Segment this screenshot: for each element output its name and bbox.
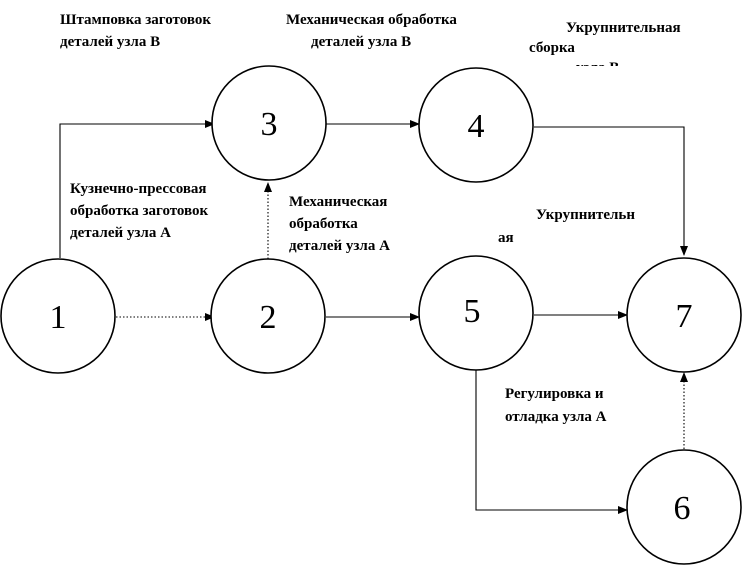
- label-forging-a-line1: Кузнечно-прессовая: [70, 181, 207, 197]
- node-5-label: 5: [464, 293, 481, 330]
- node-1: 1: [0, 258, 116, 374]
- node-6-label: 6: [674, 490, 691, 527]
- label-machining-a: Механическая обработка деталей узла А: [289, 194, 390, 254]
- label-assembly-b-line2: сборка: [529, 40, 575, 56]
- node-2-label: 2: [260, 299, 277, 336]
- node-3-label: 3: [261, 106, 278, 143]
- node-6: 6: [626, 449, 742, 565]
- node-2: 2: [210, 258, 326, 374]
- edge-5-6: [475, 370, 628, 514]
- label-assembly-a-line2: ая: [498, 230, 514, 246]
- edge-4-7: [534, 126, 688, 256]
- label-tuning-a-line2: отладка узла А: [505, 409, 607, 425]
- node-7-label: 7: [676, 298, 693, 335]
- node-3: 3: [211, 65, 327, 181]
- node-1-label: 1: [50, 299, 67, 336]
- label-assembly-b: Укрупнительная сборка узла В: [529, 20, 681, 76]
- label-assembly-b-line3: узла В: [576, 60, 619, 76]
- label-machining-a-line2: обработка: [289, 216, 358, 232]
- label-tuning-a-line1: Регулировка и: [505, 386, 604, 402]
- label-stamping-b-line1: Штамповка заготовок: [60, 12, 211, 28]
- label-forging-a-line2: обработка заготовок: [70, 203, 209, 219]
- label-assembly-b-line1: Укрупнительная: [566, 20, 681, 36]
- label-machining-a-line3: деталей узла А: [289, 238, 390, 254]
- label-forging-a-line3: деталей узла А: [70, 225, 171, 241]
- node-7: 7: [626, 257, 742, 373]
- label-assembly-a: Укрупнительн ая: [498, 207, 635, 246]
- node-4-label: 4: [468, 108, 485, 145]
- label-stamping-b-line2: деталей узла В: [60, 34, 160, 50]
- label-forging-a: Кузнечно-прессовая обработка заготовок д…: [70, 181, 209, 241]
- label-assembly-a-line1: Укрупнительн: [536, 207, 635, 223]
- label-machining-b: Механическая обработка деталей узла В: [286, 12, 457, 50]
- edges-layer: [59, 120, 688, 514]
- label-stamping-b: Штамповка заготовок деталей узла В: [60, 12, 211, 50]
- label-tuning-a: Регулировка и отладка узла А: [505, 386, 607, 425]
- node-5: 5: [418, 255, 534, 371]
- node-4: 4: [418, 67, 534, 183]
- label-machining-b-line1: Механическая обработка: [286, 12, 457, 28]
- edge-1-3: [59, 120, 215, 258]
- label-machining-a-line1: Механическая: [289, 194, 387, 210]
- label-machining-b-line2: деталей узла В: [311, 34, 411, 50]
